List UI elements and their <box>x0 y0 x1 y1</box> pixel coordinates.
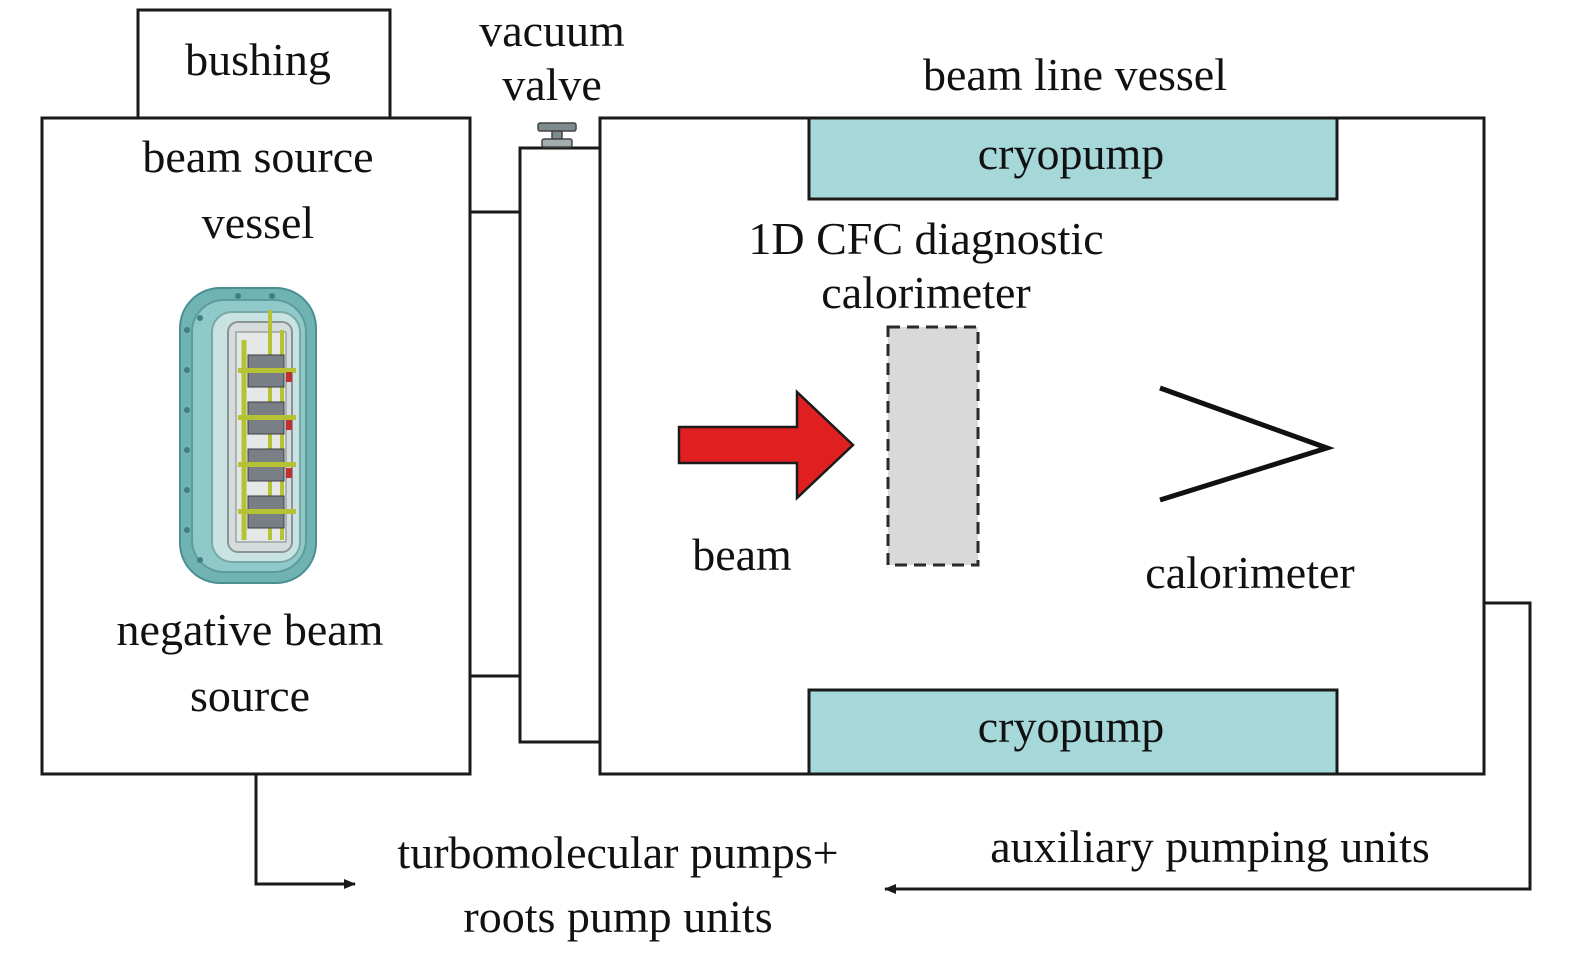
vacuum-valve-label-line2: valve <box>502 59 602 110</box>
calorimeter-label: calorimeter <box>1145 547 1354 598</box>
beam-arrow-icon <box>677 389 855 501</box>
source-pump-line <box>254 774 356 889</box>
turbo-pumps-label-line2: roots pump units <box>463 891 772 942</box>
bushing-box <box>136 8 392 120</box>
cryopump-top-label: cryopump <box>978 128 1165 179</box>
auxiliary-pumping-label: auxiliary pumping units <box>990 821 1430 872</box>
turbo-pumps-label-line1: turbomolecular pumps+ <box>397 827 838 878</box>
cryopump-bottom-label: cryopump <box>978 701 1165 752</box>
calorimeter-v-icon <box>1159 385 1335 503</box>
beam-source-vessel-label-line1: beam source <box>142 131 373 182</box>
beam-source-vessel-label-line2: vessel <box>202 197 314 248</box>
cryopump-top-box <box>807 116 1339 201</box>
cryopump-bottom-box <box>807 688 1339 776</box>
diagnostic-calorimeter-label-line1: 1D CFC diagnostic <box>748 213 1103 264</box>
negative-beam-source-label-line2: source <box>190 670 310 721</box>
diagnostic-calorimeter-label-line2: calorimeter <box>821 267 1030 318</box>
valve-body <box>518 146 600 744</box>
auxiliary-pump-line <box>884 601 1532 894</box>
beam-line-vessel-label: beam line vessel <box>923 49 1227 100</box>
vacuum-valve-label-line1: vacuum <box>479 5 625 56</box>
negative-beam-source-illustration <box>179 287 317 584</box>
diagnostic-calorimeter-box <box>886 325 980 567</box>
bushing-label: bushing <box>185 34 331 85</box>
beam-label: beam <box>692 529 792 580</box>
valve-handle-icon <box>537 122 577 148</box>
negative-beam-source-label-line1: negative beam <box>117 604 384 655</box>
